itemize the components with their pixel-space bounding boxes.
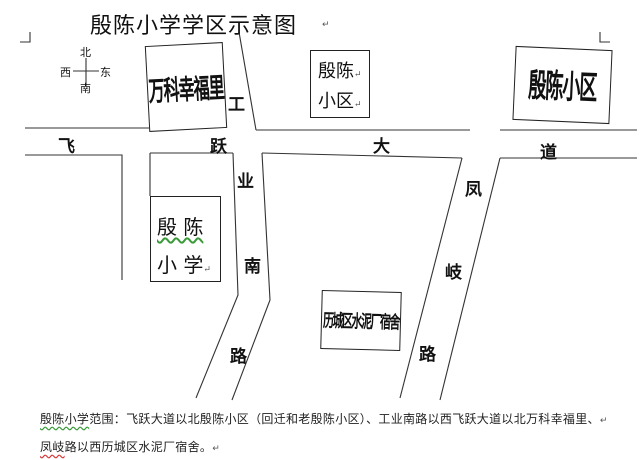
road-label-ye: 业 [237, 172, 254, 192]
wanke-xingfuli-box: 万科幸福里 [144, 42, 228, 132]
road-label-lu-fengqi: 路 [419, 345, 436, 365]
fengqi-west-edge [399, 157, 463, 399]
road-label-da: 大 [373, 137, 390, 157]
road-label-lu-gongye: 路 [230, 347, 247, 367]
caption-line-1: 殷陈小学范围：飞跃大道以北殷陈小区（回迁和老殷陈小区）、工业南路以西飞跃大道以北… [40, 410, 608, 427]
caption-scope-text-2: 路以西历城区水泥厂宿舍。 [64, 440, 213, 454]
compass-south: 南 [80, 82, 91, 95]
road-label-feng: 凤 [465, 180, 482, 200]
feiyue-south-edge-west [25, 154, 123, 280]
paragraph-mark: ↵ [354, 70, 362, 80]
map-title: 殷陈小学学区示意图 [90, 14, 298, 39]
yinchen-community-label-line1: 殷陈 [318, 61, 354, 82]
corner-mark-top-left [20, 32, 31, 43]
yinchen-school-box: 殷 陈 小 学↵ [150, 196, 221, 282]
yinchen-community-label-large: 殷陈小区 [527, 67, 598, 109]
compass-east: 东 [100, 66, 111, 79]
caption-school-name: 殷陈小学 [40, 412, 90, 426]
road-label-fei: 飞 [58, 137, 75, 157]
caption-scope-text: 范围：飞跃大道以北殷陈小区（回迁和老殷陈小区）、工业南路以西飞跃大道以北万科幸福… [89, 412, 600, 426]
yinchen-community-box-small: 殷陈↵ 小区↵ [310, 50, 370, 118]
gongye-north-edge [238, 31, 257, 131]
wanke-xingfuli-label: 万科幸福里 [147, 71, 225, 108]
cement-dorm-label: 历城区水泥厂宿舍 [322, 309, 400, 333]
caption-road-name: 凤岐 [40, 440, 65, 454]
cement-dorm-box: 历城区水泥厂宿舍 [320, 289, 402, 352]
feiyue-south-edge-school [149, 152, 233, 196]
yinchen-community-label-line2: 小区 [318, 91, 354, 112]
paragraph-mark: ↵ [322, 20, 330, 30]
gongye-east-edge [231, 152, 271, 401]
yinchen-community-box-large: 殷陈小区 [512, 45, 613, 125]
road-label-qi: 岐 [445, 263, 462, 283]
yinchen-school-label-line1: 殷 陈 [157, 215, 204, 239]
road-label-dao: 道 [540, 143, 557, 163]
road-label-yue: 跃 [210, 137, 227, 157]
paragraph-mark: ↵ [354, 100, 362, 110]
compass-west: 西 [60, 66, 71, 79]
yinchen-school-label-line2: 小 学 [157, 253, 204, 277]
road-label-nan: 南 [244, 257, 261, 277]
compass-cross [73, 58, 99, 86]
fengqi-east-edge [439, 157, 501, 401]
feiyue-south-edge-middle [261, 152, 463, 159]
paragraph-mark: ↵ [203, 265, 211, 275]
gongye-west-edge [195, 152, 239, 399]
corner-mark-top-right [599, 32, 610, 43]
paragraph-mark: ↵ [212, 444, 221, 454]
caption-line-2: 凤岐路以西历城区水泥厂宿舍。↵ [40, 438, 220, 455]
road-label-gong: 工 [228, 95, 245, 115]
compass-north: 北 [80, 46, 91, 59]
paragraph-mark: ↵ [599, 416, 608, 426]
